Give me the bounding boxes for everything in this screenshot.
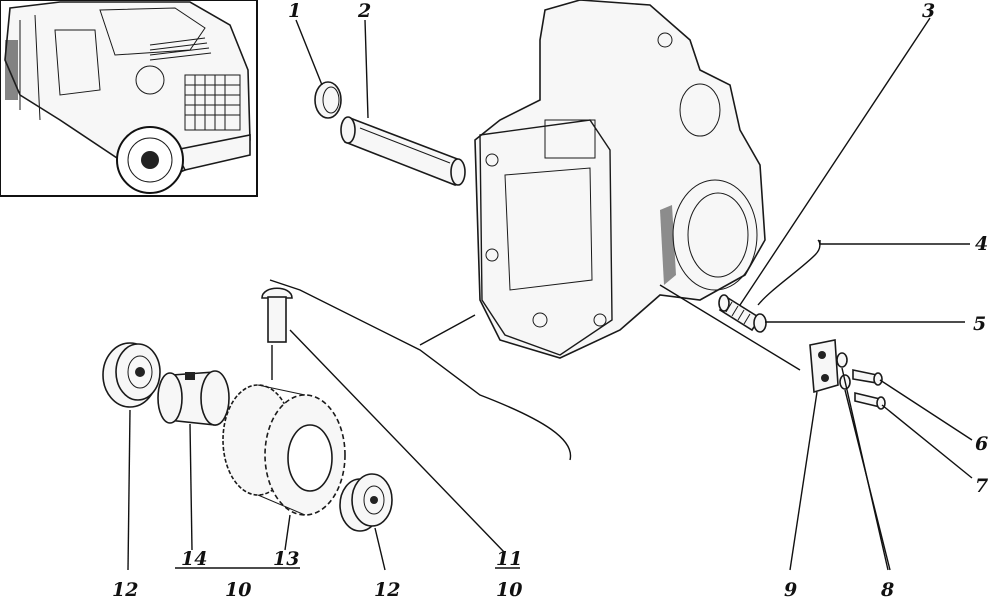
part-1-plug [314,81,342,119]
part-8-washers [836,352,851,390]
callout-4: 4 [975,233,988,255]
assembly-axis-line [269,279,572,461]
callout-13: 13 [273,548,299,570]
part-12-bearing-right [339,473,393,532]
plate-axis-line [659,284,801,371]
part-7-screw [854,391,886,410]
callout-2: 2 [357,0,371,22]
callout-10-left: 10 [225,579,251,601]
part-4-cord [757,239,821,306]
leader-lines [127,17,973,571]
truck-inset [0,0,258,197]
part-3-bolt [718,294,767,333]
part-9-plate [809,339,839,394]
callout-14: 14 [181,548,207,570]
callout-3: 3 [922,0,935,22]
callout-labels: 1 2 3 4 5 6 7 8 9 10 10 11 12 12 13 14 [112,0,988,601]
callout-11: 11 [496,548,522,570]
callout-12-left: 12 [112,579,138,601]
callout-6: 6 [975,433,988,455]
gearbox-housing [474,0,766,359]
housing-pointer-line [419,314,476,346]
callout-9: 9 [784,579,797,601]
callout-12-right: 12 [374,579,400,601]
callout-7: 7 [975,475,988,497]
part-14-sleeve [157,370,230,426]
part-11-pin [261,287,293,343]
callout-5: 5 [973,313,986,335]
part-12-bearing-left [102,342,161,408]
part-2-shaft [340,116,466,187]
callout-1: 1 [288,0,301,22]
callout-10-right: 10 [496,579,522,601]
part-13-gear [222,384,346,516]
part-6-screw [852,369,883,386]
callout-8: 8 [880,579,894,601]
